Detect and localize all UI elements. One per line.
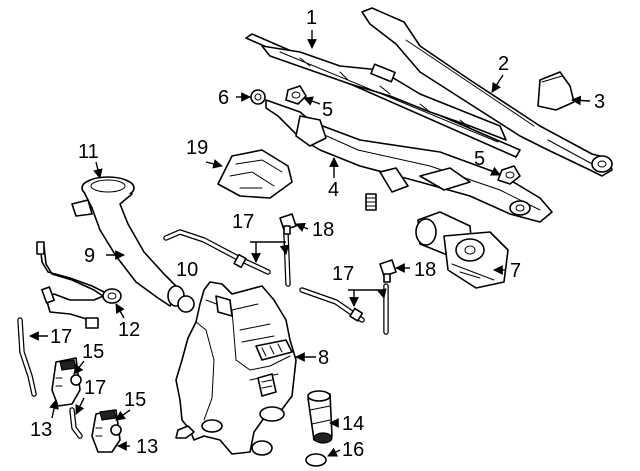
wiring-harness[interactable] <box>36 241 122 329</box>
filler-neck[interactable] <box>71 176 185 307</box>
callout-15-lower: 15 <box>124 389 146 411</box>
pump-grommet[interactable] <box>305 453 327 467</box>
callout-3: 3 <box>594 91 605 113</box>
callout-17-left: 17 <box>50 326 72 348</box>
callout-18-lower: 18 <box>414 259 436 281</box>
wiper-motor[interactable] <box>415 211 509 289</box>
callout-8: 8 <box>318 347 329 369</box>
callout-10: 10 <box>176 259 198 281</box>
wiper-blade[interactable] <box>245 33 521 158</box>
wiper-linkage[interactable] <box>265 99 553 223</box>
callout-4: 4 <box>328 179 339 201</box>
callout-9: 9 <box>84 245 95 267</box>
callout-labels: 1 2 3 6 5 19 5 11 4 17 18 9 10 17 18 7 1… <box>30 7 605 461</box>
nut[interactable] <box>250 89 266 105</box>
washer-pump[interactable] <box>307 390 333 444</box>
callout-5-upper: 5 <box>322 99 333 121</box>
callout-11: 11 <box>78 141 99 163</box>
callout-19: 19 <box>186 137 208 159</box>
callout-2: 2 <box>498 53 509 75</box>
callout-16: 16 <box>342 439 364 461</box>
washer-nozzle-upper[interactable] <box>279 213 297 235</box>
wiper-arm[interactable] <box>361 7 613 177</box>
pivot-cap-upper[interactable] <box>285 85 307 105</box>
grommet[interactable] <box>177 295 195 313</box>
washer-hose-upper-right[interactable] <box>283 231 291 287</box>
pivot-cap-lower[interactable] <box>497 165 521 185</box>
callout-17-upper: 17 <box>232 211 254 233</box>
washer-reservoir[interactable] <box>175 281 297 456</box>
callout-5-lower: 5 <box>474 148 485 170</box>
washer-hose-middle[interactable] <box>299 283 389 335</box>
callout-13-right: 13 <box>136 436 158 458</box>
callout-14: 14 <box>342 413 364 435</box>
callout-6: 6 <box>218 87 229 109</box>
callout-15-upper: 15 <box>82 341 104 363</box>
callout-13-left: 13 <box>30 419 52 441</box>
callout-1: 1 <box>306 7 317 29</box>
washer-hose-short[interactable] <box>69 407 83 439</box>
cowl-cover[interactable] <box>217 149 293 199</box>
washer-nozzle-lower[interactable] <box>379 259 397 283</box>
callout-18-upper: 18 <box>312 219 334 241</box>
callout-17-lower: 17 <box>84 377 106 399</box>
callout-17-middle: 17 <box>332 263 354 285</box>
callout-7: 7 <box>510 260 521 282</box>
washer-nozzle-assembly-lower[interactable] <box>91 409 122 453</box>
washer-hose-upper-left[interactable] <box>163 229 271 275</box>
leader-lines <box>29 30 591 457</box>
callout-12: 12 <box>118 319 140 341</box>
washer-hose-left[interactable] <box>17 317 37 397</box>
washer-nozzle-assembly-upper[interactable] <box>51 357 82 407</box>
arm-cap[interactable] <box>537 71 575 111</box>
